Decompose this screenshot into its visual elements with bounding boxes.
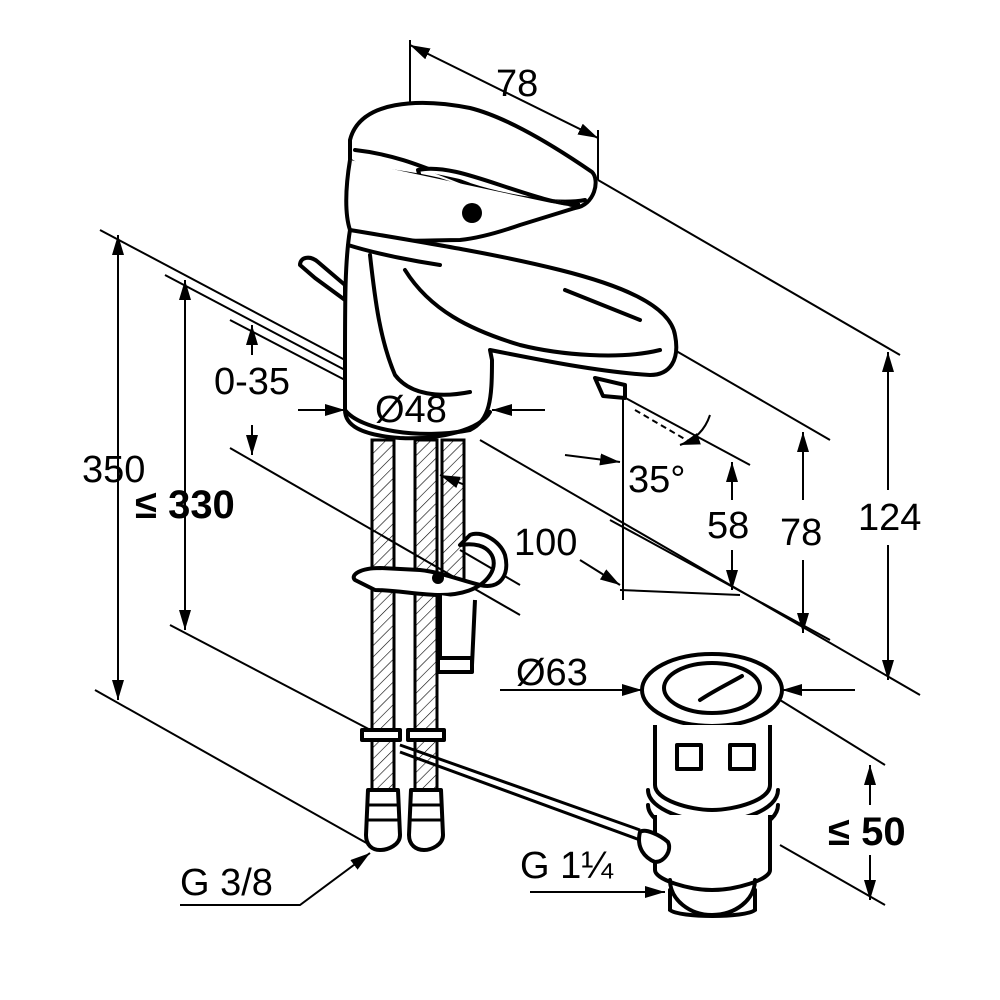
indicator-icon — [462, 203, 482, 223]
label-spout-length: 78 — [496, 63, 538, 105]
label-angle: 35° — [628, 459, 685, 501]
label-deck-thickness: 0-35 — [214, 361, 290, 403]
dimension-labels: 78 0-35 Ø48 350 ≤ 330 100 35° 58 78 124 … — [82, 63, 921, 904]
label-outlet-height: 78 — [780, 512, 822, 554]
aerator — [593, 376, 627, 400]
popup-rod — [298, 255, 347, 302]
label-body-diameter: Ø48 — [375, 389, 447, 431]
waste-valve — [637, 652, 784, 918]
label-waste-thread: G 1¼ — [520, 845, 614, 887]
spout — [343, 228, 679, 436]
waste-rod-connector — [637, 828, 672, 864]
faucet-body — [298, 100, 679, 441]
label-reach: 100 — [514, 522, 577, 564]
label-waste-height: ≤ 50 — [828, 810, 906, 854]
label-hose-thread: G 3/8 — [180, 862, 273, 904]
mounting-bracket — [351, 531, 509, 674]
dimension-lines — [112, 44, 894, 906]
label-tap-height: 124 — [858, 497, 921, 539]
label-spout-height: 58 — [707, 505, 749, 547]
hoses — [360, 438, 641, 852]
label-waste-diameter: Ø63 — [516, 652, 588, 694]
label-total-height: 350 — [82, 449, 145, 491]
label-below-deck: ≤ 330 — [135, 483, 235, 527]
